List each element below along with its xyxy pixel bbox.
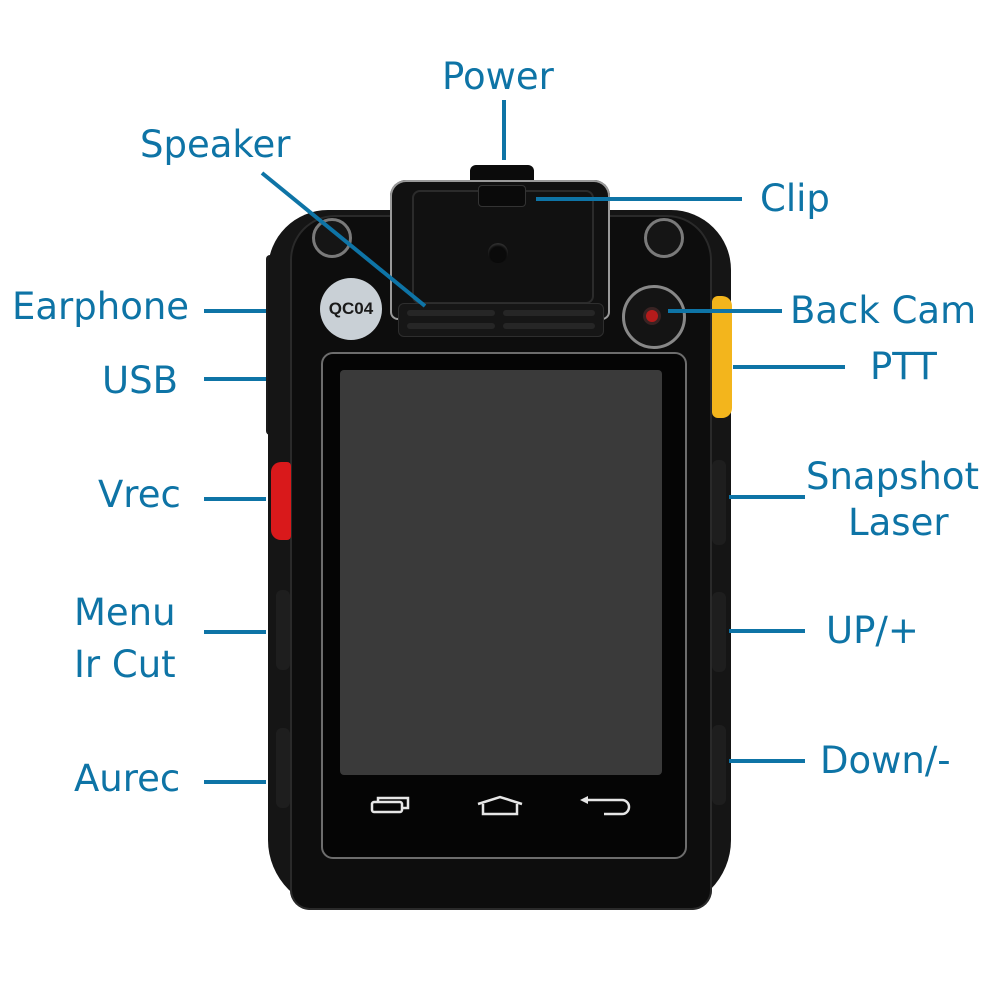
label-snapshot: Snapshot [806,455,979,498]
leader-line-usb [204,377,266,381]
up-button [712,592,726,672]
speaker-grill [398,303,604,337]
label-ptt: PTT [870,345,937,388]
label-power: Power [442,55,554,98]
label-clip: Clip [760,177,830,220]
label-earphone: Earphone [12,285,190,328]
ptt-button [712,296,732,418]
snapshot-laser-button [712,460,726,545]
power-button [470,165,534,181]
model-badge: QC04 [320,278,382,340]
label-speaker: Speaker [140,123,291,166]
leader-line-snapshot-laser [729,495,805,499]
label-usb: USB [102,359,178,402]
label-aurec: Aurec [74,757,181,800]
touch-screen [340,370,662,775]
label-vrec: Vrec [98,473,181,516]
leader-line-up [729,629,805,633]
menu-ircut-button [276,590,290,670]
recent-apps-icon [370,796,410,814]
leader-line-earphone [204,309,266,313]
leader-line-down [729,759,805,763]
label-down: Down/- [820,739,951,782]
leader-line-menu-ircut [204,630,266,634]
leader-line-power [502,100,506,160]
back-icon [580,796,631,816]
clip-hole [488,243,508,263]
aurec-button [276,728,290,808]
back-camera-indicator [646,310,658,322]
label-laser: Laser [848,501,949,544]
screw-ring-left [312,218,352,258]
leader-line-aurec [204,780,266,784]
leader-line-back-cam [668,309,782,313]
down-button [712,725,726,805]
vrec-button [271,462,291,540]
leader-line-clip [536,197,742,201]
label-back-cam: Back Cam [790,289,977,332]
label-up: UP/+ [826,609,919,652]
leader-line-vrec [204,497,266,501]
label-ir-cut: Ir Cut [74,643,176,686]
clip-tab [478,185,526,207]
screw-ring-right [644,218,684,258]
home-icon [477,795,523,816]
leader-line-ptt [733,365,845,369]
label-menu: Menu [74,591,176,634]
